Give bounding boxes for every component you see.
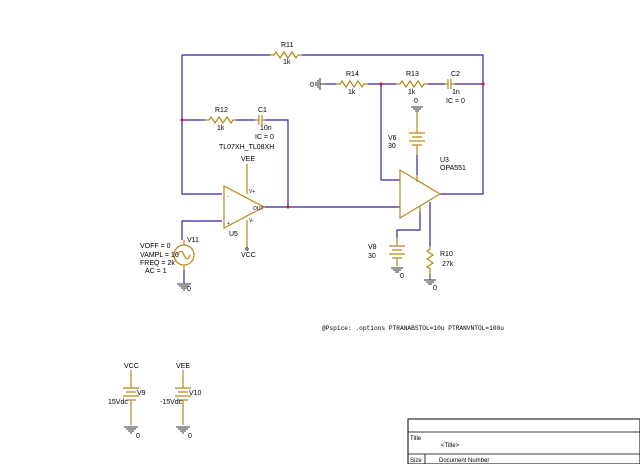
ground-label: 0 <box>187 286 191 293</box>
u3-model: OPA551 <box>440 165 466 172</box>
v9-ground-label: 0 <box>136 433 140 440</box>
r12-ref: R12 <box>215 107 228 114</box>
r13-value: 1k <box>408 89 416 96</box>
u3-ref: U3 <box>440 157 449 164</box>
u5-minus-pin: - <box>227 194 229 200</box>
title-block-title-label: Title <box>410 436 422 442</box>
r11-value: 1k <box>283 59 291 66</box>
v11-ref: V11 <box>187 237 199 244</box>
v6-ref: V6 <box>388 135 397 142</box>
resistor-r11[interactable]: R11 1k <box>270 42 302 66</box>
c1-ic: IC = 0 <box>255 134 274 141</box>
r10-ground-label: 0 <box>433 285 437 292</box>
source-v8[interactable]: V8 30 0 <box>368 238 405 280</box>
v9-value: 15Vdc <box>108 399 128 406</box>
v11-ac: AC = 1 <box>145 268 167 275</box>
capacitor-c1[interactable]: C1 10n IC = 0 <box>255 107 274 141</box>
source-v6[interactable]: 0 V6 30 <box>388 98 425 155</box>
supply-v10[interactable]: VEE V10 -15Vdc 0 <box>160 363 202 440</box>
v8-ref: V8 <box>368 244 377 251</box>
resistor-r10[interactable]: R10 27k 0 <box>424 246 454 292</box>
v10-ground-label: 0 <box>188 433 192 440</box>
u5-plus-pin: + <box>227 221 230 227</box>
r10-ref: R10 <box>440 251 453 258</box>
c2-ref: C2 <box>451 71 460 78</box>
v10-ref: V10 <box>189 390 202 397</box>
r12-value: 1k <box>217 125 225 132</box>
title-block-doc-label: Document Number <box>439 458 489 464</box>
vcc-net-label: VCC <box>241 252 256 259</box>
resistor-r13[interactable]: R13 1k <box>396 71 428 96</box>
r14-value: 1k <box>348 89 356 96</box>
c1-ref: C1 <box>258 107 267 114</box>
v10-value: -15Vdc <box>160 399 183 406</box>
vee-net-label: VEE <box>241 156 255 163</box>
c2-value: 1n <box>452 89 460 96</box>
u5-ref: U5 <box>229 231 238 238</box>
v6-value: 30 <box>388 143 396 150</box>
resistor-r12[interactable]: R12 1k <box>205 107 236 132</box>
ground-symbol: 0 <box>177 282 191 293</box>
opamp-u3[interactable]: U3 OPA551 <box>399 157 466 220</box>
supply-v9[interactable]: VCC V9 15Vdc 0 <box>108 363 146 440</box>
c1-value: 10n <box>260 125 272 132</box>
wires <box>181 54 484 282</box>
ground-symbol-input: 0 <box>310 78 326 90</box>
r13-ref: R13 <box>406 71 419 78</box>
v6-ground-label: 0 <box>414 98 418 105</box>
v8-value: 30 <box>368 253 376 260</box>
r10-value: 27k <box>442 261 454 268</box>
title-block-title-value: <Title> <box>441 443 460 449</box>
u5-vpos-pin: V+ <box>249 189 255 195</box>
r11-ref: R11 <box>281 42 293 49</box>
resistor-r14[interactable]: R14 1k <box>336 71 368 96</box>
v9-ref: V9 <box>137 390 146 397</box>
v9-net-label: VCC <box>124 363 139 370</box>
junction-dots <box>180 82 485 209</box>
v11-freq: FREQ = 2k <box>140 260 175 267</box>
v11-voff: VOFF = 0 <box>140 243 171 250</box>
input-ground-label: 0 <box>310 82 314 89</box>
title-block-size-label: Size <box>410 458 422 464</box>
v11-vampl: VAMPL = 16 <box>140 252 179 259</box>
v10-net-label: VEE <box>176 363 190 370</box>
u5-model: TL07XH_TL08XH <box>219 144 274 151</box>
c2-ic: IC = 0 <box>446 98 465 105</box>
u5-out-pin: OUT <box>253 206 264 212</box>
r14-ref: R14 <box>346 71 359 78</box>
capacitor-c2[interactable]: C2 1n IC = 0 <box>445 71 465 105</box>
u5-vneg-pin: V- <box>249 218 254 224</box>
pspice-directive: @Pspice: .options PTRANABSTOL=10u PTRANV… <box>322 325 504 332</box>
source-v11[interactable]: V11 VOFF = 0 VAMPL = 16 FREQ = 2k AC = 1 <box>140 237 199 275</box>
title-block: Title <Title> Size Document Number <box>407 418 640 464</box>
v8-ground-label: 0 <box>400 273 404 280</box>
opamp-u5[interactable]: TL07XH_TL08XH VEE - + V+ V- OUT U5 VCC <box>219 144 274 259</box>
